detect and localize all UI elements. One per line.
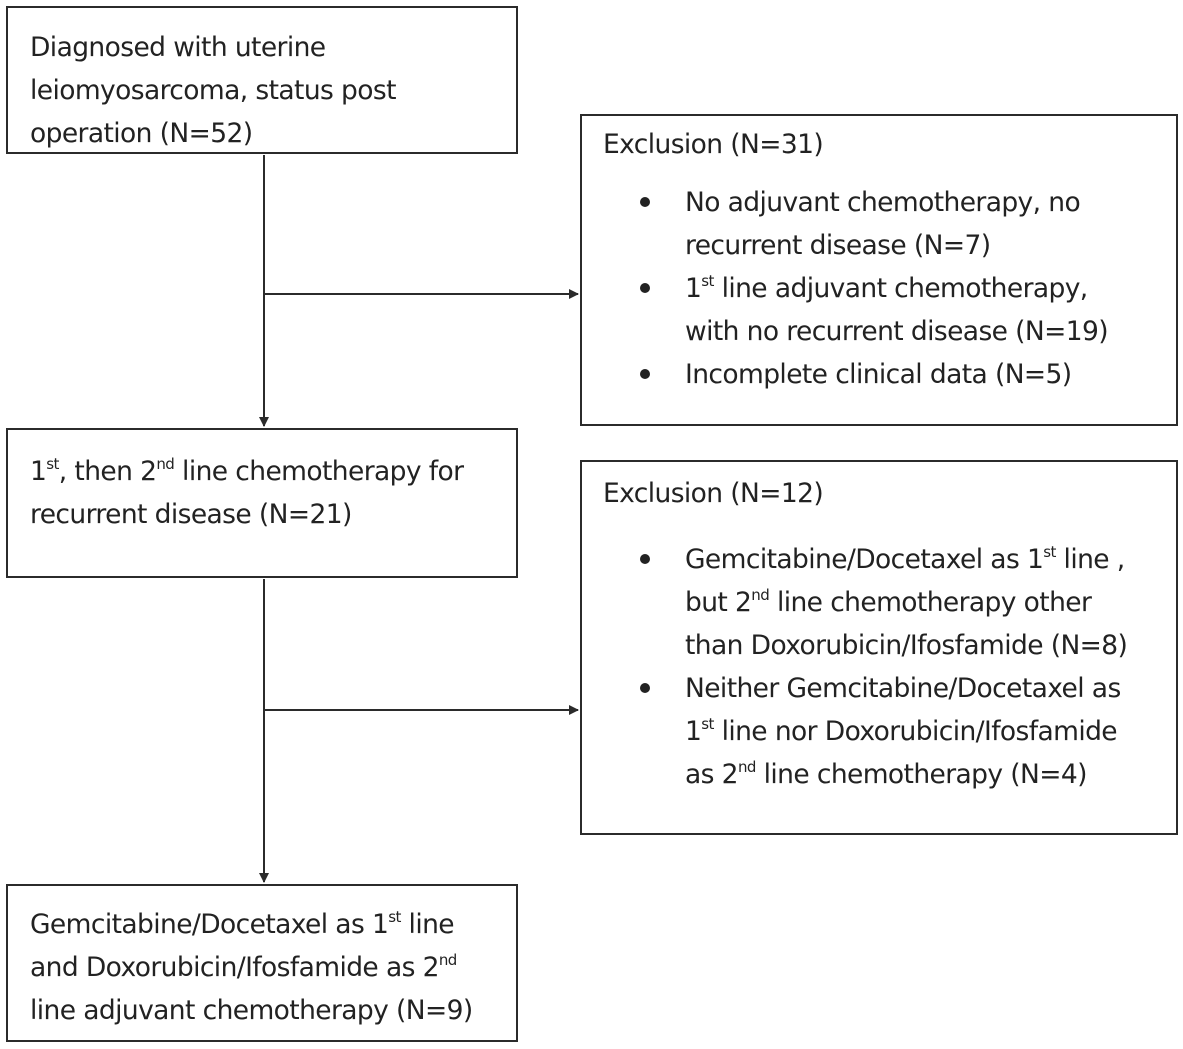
exclusion-item-text: No adjuvant chemotherapy, no recurrent di…: [685, 181, 1176, 267]
box-recurrent-chemo-text: 1st, then 2nd line chemotherapy for recur…: [30, 450, 516, 536]
box-exclusion-2: Exclusion (N=12) Gemcitabine/Docetaxel a…: [580, 460, 1178, 835]
superscript: nd: [737, 757, 756, 776]
exclusion-item: No adjuvant chemotherapy, no recurrent di…: [603, 181, 1176, 267]
text-line: Gemcitabine/Docetaxel as 1st line: [30, 907, 455, 940]
text-line: and Doxorubicin/Ifosfamide as 2nd: [30, 950, 457, 983]
bullet-icon: [640, 197, 650, 207]
text-line: recurrent disease (N=21): [30, 499, 352, 530]
superscript: st: [46, 454, 59, 473]
bullet-icon: [640, 369, 650, 379]
bullet-icon: [640, 554, 650, 564]
text-line: than Doxorubicin/Ifosfamide (N=8): [685, 630, 1128, 661]
text-line: Gemcitabine/Docetaxel as 1st line ,: [685, 542, 1125, 575]
superscript: nd: [156, 454, 175, 473]
superscript: st: [388, 907, 401, 926]
box-recurrent-chemo: 1st, then 2nd line chemotherapy for recur…: [6, 428, 518, 578]
text-line: line adjuvant chemotherapy (N=9): [30, 995, 473, 1026]
text-line: No adjuvant chemotherapy, no: [685, 187, 1081, 218]
superscript: st: [1043, 542, 1056, 561]
exclusion-item-text: 1st line adjuvant chemotherapy, with no r…: [685, 267, 1176, 353]
bullet-icon: [640, 283, 650, 293]
exclusion-1-list: No adjuvant chemotherapy, no recurrent di…: [603, 181, 1176, 396]
box-diagnosed-text: Diagnosed with uterine leiomyosarcoma, st…: [30, 26, 516, 155]
exclusion-2-list: Gemcitabine/Docetaxel as 1st line , but 2…: [603, 538, 1176, 796]
exclusion-2-title: Exclusion (N=12): [603, 478, 824, 509]
text-line: 1st line nor Doxorubicin/Ifosfamide: [685, 714, 1118, 747]
exclusion-item: Neither Gemcitabine/Docetaxel as 1st line…: [603, 667, 1176, 796]
text-line: Neither Gemcitabine/Docetaxel as: [685, 673, 1121, 704]
box-exclusion-1: Exclusion (N=31) No adjuvant chemotherap…: [580, 114, 1178, 426]
text-line: operation (N=52): [30, 118, 253, 149]
text-line: 1st line adjuvant chemotherapy,: [685, 271, 1088, 304]
text-line: 1st, then 2nd line chemotherapy for: [30, 454, 464, 487]
exclusion-item-text: Neither Gemcitabine/Docetaxel as 1st line…: [685, 667, 1176, 796]
superscript: st: [701, 714, 714, 733]
exclusion-1-title: Exclusion (N=31): [603, 129, 824, 160]
exclusion-item: Gemcitabine/Docetaxel as 1st line , but 2…: [603, 538, 1176, 667]
box-diagnosed: Diagnosed with uterine leiomyosarcoma, st…: [6, 6, 518, 154]
exclusion-item: Incomplete clinical data (N=5): [603, 353, 1176, 396]
box-final-cohort-text: Gemcitabine/Docetaxel as 1st line and Dox…: [30, 903, 516, 1032]
exclusion-item-text: Incomplete clinical data (N=5): [685, 353, 1176, 396]
text-line: Incomplete clinical data (N=5): [685, 359, 1072, 390]
text-line: leiomyosarcoma, status post: [30, 75, 396, 106]
bullet-icon: [640, 683, 650, 693]
exclusion-item-text: Gemcitabine/Docetaxel as 1st line , but 2…: [685, 538, 1176, 667]
text-line: Diagnosed with uterine: [30, 32, 326, 63]
superscript: nd: [438, 950, 457, 969]
text-line: as 2nd line chemotherapy (N=4): [685, 757, 1087, 790]
superscript: nd: [751, 585, 770, 604]
text-line: with no recurrent disease (N=19): [685, 316, 1109, 347]
box-final-cohort: Gemcitabine/Docetaxel as 1st line and Dox…: [6, 884, 518, 1042]
exclusion-item: 1st line adjuvant chemotherapy, with no r…: [603, 267, 1176, 353]
text-line: but 2nd line chemotherapy other: [685, 585, 1092, 618]
text-line: recurrent disease (N=7): [685, 230, 991, 261]
superscript: st: [701, 271, 714, 290]
